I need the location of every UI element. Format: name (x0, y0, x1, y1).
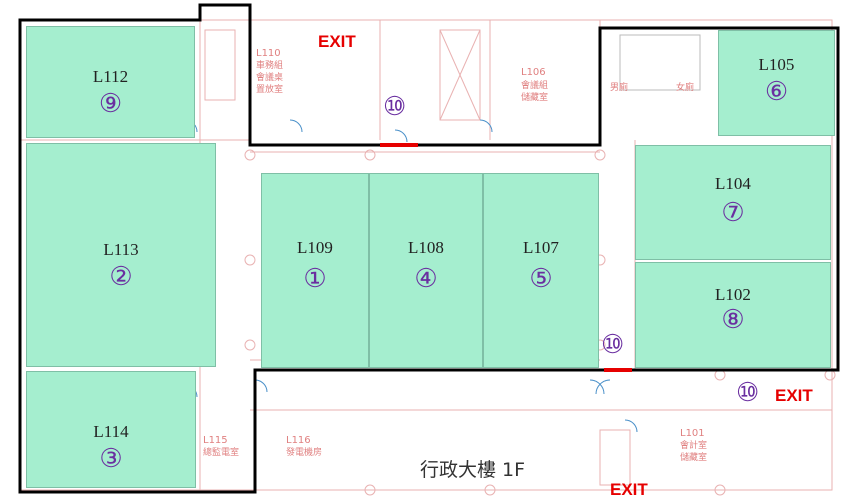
room-l109-label: L109 (297, 238, 333, 257)
room-l109[interactable]: L109 ① (261, 173, 369, 368)
exit-south-label: EXIT (610, 480, 648, 499)
label-l116: L116 (286, 435, 311, 446)
exit-east-number: ⑩ (736, 378, 760, 408)
room-l105[interactable]: L105 ⑥ (718, 30, 835, 136)
room-l108-number: ④ (414, 264, 438, 294)
room-l112-label: L112 (92, 67, 129, 86)
label-l110-sub: 車務組 會議桌 置放室 (256, 61, 284, 95)
room-l107-label: L107 (523, 238, 559, 257)
room-l113-label: L113 (103, 240, 139, 259)
room-l102[interactable]: L102 ⑧ (635, 262, 831, 368)
room-l112[interactable]: L112 ⑨ (26, 26, 195, 138)
exit-north-number: ⑩ (383, 92, 407, 122)
room-l108[interactable]: L108 ④ (369, 173, 483, 368)
room-l104-label: L104 (715, 174, 751, 193)
room-l112-number: ⑨ (98, 89, 123, 119)
room-l104[interactable]: L104 ⑦ (635, 145, 831, 260)
room-l114-label: L114 (93, 422, 129, 441)
room-l107-number: ⑤ (529, 264, 553, 294)
room-l105-label: L105 (758, 55, 795, 74)
room-l114-number: ③ (99, 444, 123, 474)
exit-middle-number: ⑩ (601, 330, 625, 360)
label-l101-sub: 會計室 儲藏室 (680, 441, 708, 463)
label-l115: L115 (203, 435, 228, 446)
room-l108-label: L108 (408, 238, 444, 257)
label-l116-sub: 發電機房 (286, 448, 323, 458)
label-l110: L110 (256, 48, 281, 59)
room-l114[interactable]: L114 ③ (26, 371, 196, 488)
room-l107[interactable]: L107 ⑤ (483, 173, 599, 368)
room-l109-number: ① (303, 264, 327, 294)
room-l105-number: ⑥ (764, 77, 789, 107)
room-l113-number: ② (109, 262, 133, 292)
room-l113[interactable]: L113 ② (26, 143, 216, 367)
label-l115-sub: 總監電室 (203, 448, 240, 458)
label-male-wc: 男廁 (610, 83, 629, 93)
label-l106: L106 (521, 67, 546, 78)
label-l101: L101 (680, 428, 705, 439)
building-floor-caption: 行政大樓 1F (420, 459, 526, 481)
exit-north-label: EXIT (318, 32, 356, 51)
room-l102-label: L102 (715, 285, 751, 304)
label-l106-sub: 會議組 儲藏室 (521, 81, 549, 103)
room-l104-number: ⑦ (721, 198, 745, 228)
exit-east-label: EXIT (775, 386, 813, 405)
room-l102-number: ⑧ (721, 305, 745, 335)
label-female-wc: 女廁 (676, 83, 695, 93)
